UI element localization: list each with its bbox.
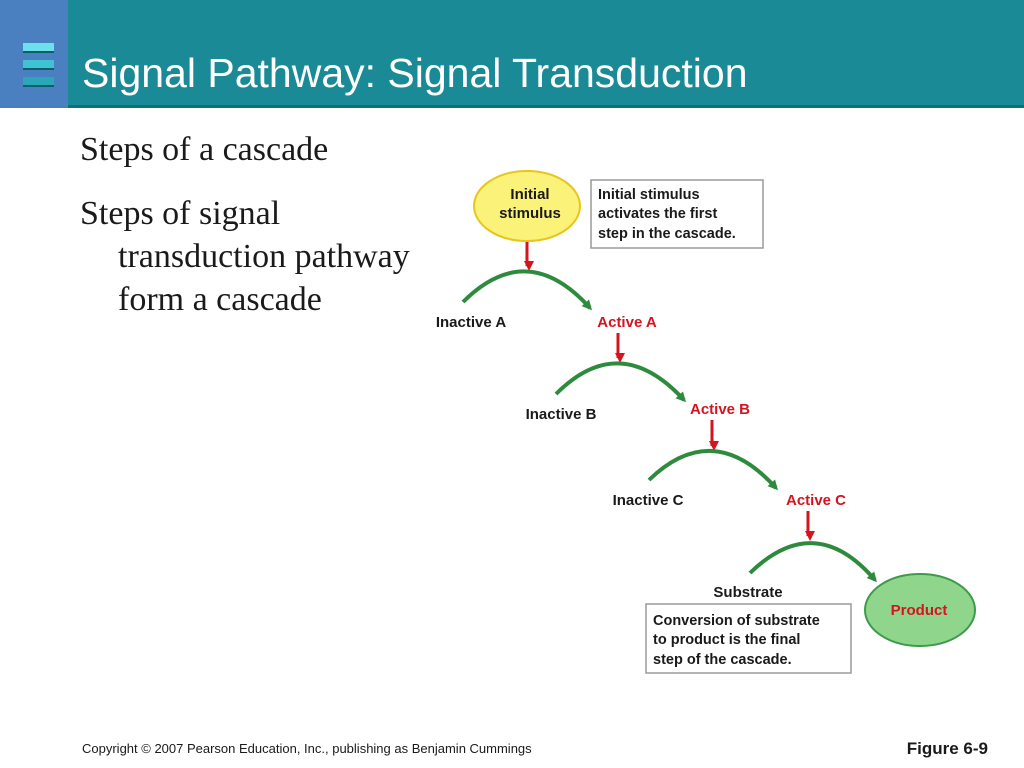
bullet-cascade-description: Steps of signal transduction pathway for… [80, 195, 410, 318]
copyright-text: Copyright © 2007 Pearson Education, Inc.… [82, 741, 532, 756]
final-note-line2: to product is the final [653, 632, 800, 648]
initial-stimulus-label-line2: stimulus [499, 205, 561, 222]
stimulus-note-line1: Initial stimulus [598, 187, 700, 203]
step-a-arc [461, 269, 593, 311]
step-b-arc [554, 361, 687, 403]
active-c-label: Active C [786, 492, 846, 509]
product-ellipse [864, 573, 976, 647]
substrate-product-arc [748, 541, 877, 583]
logo-bar-top [23, 43, 54, 53]
initial-stimulus-ellipse [473, 170, 581, 242]
initial-stimulus-label-line1: Initial [510, 186, 549, 203]
figure-label: Figure 6-9 [906, 739, 988, 758]
final-note-line3: step of the cascade. [653, 652, 792, 668]
inactive-b-label: Inactive B [526, 406, 597, 423]
bullet-steps-of-cascade: Steps of a cascade [80, 131, 329, 168]
final-note-line1: Conversion of substrate [653, 613, 820, 629]
stimulus-note-box [590, 179, 764, 249]
logo-bar-bottom [23, 77, 54, 87]
title-bar-rule [0, 105, 1024, 108]
active-a-label: Active A [597, 314, 657, 331]
substrate-label: Substrate [713, 584, 782, 601]
inactive-c-label: Inactive C [613, 492, 684, 509]
slide-logo-icon [0, 0, 68, 108]
step-c-arc [647, 448, 779, 491]
stimulus-note-line2: activates the first [598, 206, 717, 222]
logo-bar-middle [23, 60, 54, 70]
active-b-label: Active B [690, 401, 750, 418]
slide-title: Signal Pathway: Signal Transduction [82, 50, 748, 96]
title-bar [0, 0, 1024, 105]
stimulus-note-line3: step in the cascade. [598, 226, 736, 242]
inactive-a-label: Inactive A [436, 314, 506, 331]
final-note-box [645, 603, 852, 674]
product-label: Product [891, 602, 948, 619]
